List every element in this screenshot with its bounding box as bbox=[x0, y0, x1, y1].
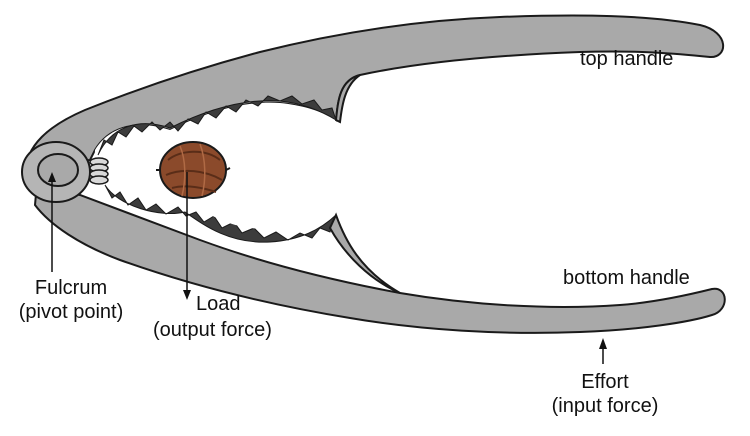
fulcrum-label: Fulcrum (pivot point) bbox=[8, 276, 134, 324]
lower-flange bbox=[328, 212, 401, 294]
fulcrum-label-line1: Fulcrum bbox=[34, 277, 108, 299]
lower-jaw-teeth bbox=[104, 184, 337, 243]
load-label-line1: Load bbox=[196, 293, 241, 315]
load-label-line2: (output force) bbox=[153, 319, 272, 341]
upper-flange bbox=[334, 74, 361, 124]
pivot-inner bbox=[37, 153, 79, 187]
spring bbox=[89, 157, 109, 185]
upper-jaw-teeth bbox=[97, 95, 337, 156]
effort-label: Effort (input force) bbox=[540, 370, 670, 418]
effort-label-line1: Effort bbox=[581, 371, 629, 393]
bottom-arm bbox=[33, 149, 726, 334]
top-handle-label: top handle bbox=[580, 48, 674, 70]
load-arrow bbox=[183, 172, 191, 300]
fulcrum-label-line2: (pivot point) bbox=[18, 301, 124, 323]
fulcrum-arrow bbox=[48, 172, 56, 272]
walnut bbox=[156, 141, 231, 199]
effort-arrow bbox=[599, 338, 607, 364]
bottom-handle-label: bottom handle bbox=[563, 267, 690, 289]
effort-label-line2: (input force) bbox=[551, 395, 659, 417]
